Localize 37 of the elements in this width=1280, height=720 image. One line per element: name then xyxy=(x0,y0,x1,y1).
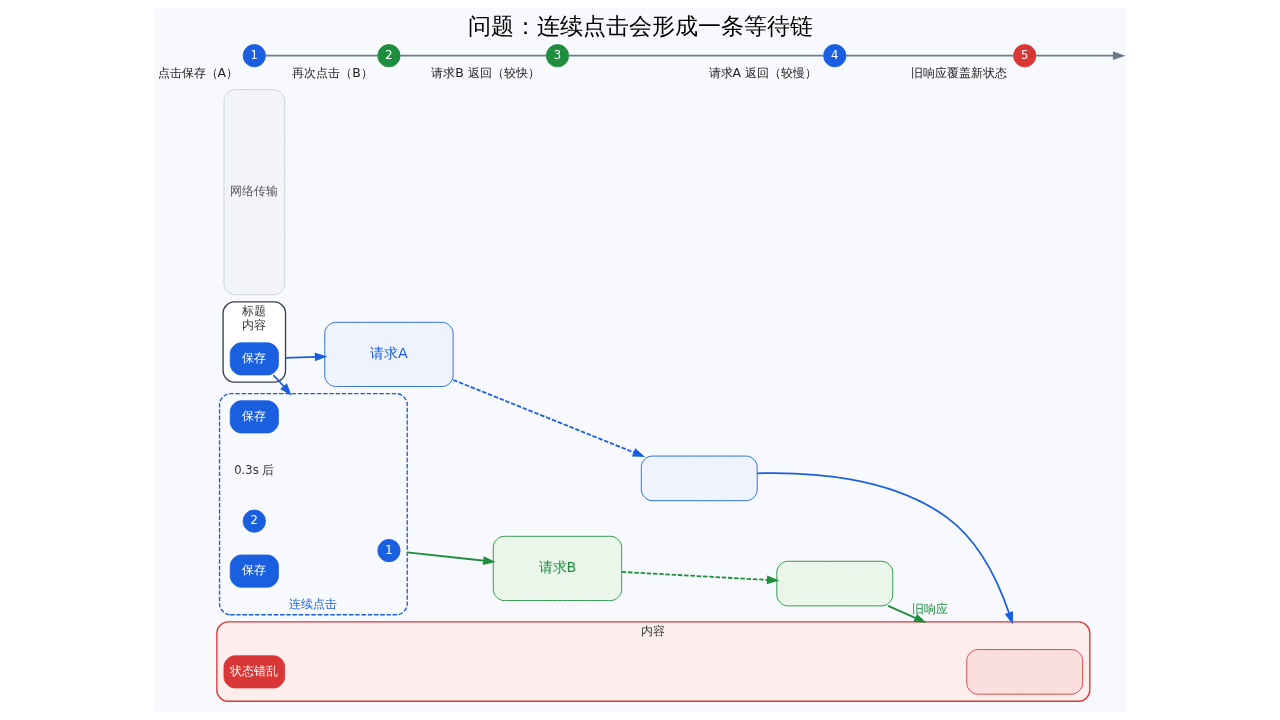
node-box: 保存 xyxy=(229,342,279,376)
connector xyxy=(844,54,1014,57)
node-label: 点击保存（A） xyxy=(157,64,238,80)
node-circle: 5 xyxy=(1012,44,1036,68)
node-box xyxy=(640,455,758,502)
arrow xyxy=(755,472,1013,625)
node-label: 请求A 返回（较慢） xyxy=(708,64,817,80)
node-box: 保存 xyxy=(229,554,279,588)
arrow xyxy=(620,571,779,585)
node-circle: 4 xyxy=(822,44,846,68)
node-box: 保存 xyxy=(229,400,279,434)
node-label: 请求B 返回（较快） xyxy=(430,64,540,80)
diagram-title: 问题：连续点击会形成一条等待链 xyxy=(467,11,813,39)
arrow xyxy=(271,374,292,396)
node-box: 请求B xyxy=(492,535,622,601)
node-box xyxy=(775,560,893,607)
node-text: 0.3s 后 xyxy=(233,463,274,478)
arrow xyxy=(452,379,645,457)
arrow xyxy=(1034,51,1125,61)
node-circle: 2 xyxy=(376,44,401,68)
node-box: 请求A xyxy=(323,321,454,387)
arrow xyxy=(284,352,327,362)
edge-label: 旧响应 xyxy=(911,602,948,617)
connector xyxy=(567,54,824,57)
node-box: 网络传输 xyxy=(223,89,285,296)
arrow xyxy=(405,551,496,565)
connector xyxy=(264,54,379,57)
arrow xyxy=(886,605,927,624)
node-circle: 1 xyxy=(242,44,266,68)
node-circle: 2 xyxy=(242,509,266,533)
node-label: 状态错乱 xyxy=(229,663,278,678)
node-label: 旧响应覆盖新状态 xyxy=(910,64,1007,80)
node-circle: 1 xyxy=(376,539,401,563)
node-label: 再次点击（B） xyxy=(291,64,373,80)
node-circle: 3 xyxy=(545,44,569,68)
connector xyxy=(398,54,547,57)
node-box xyxy=(965,649,1083,695)
